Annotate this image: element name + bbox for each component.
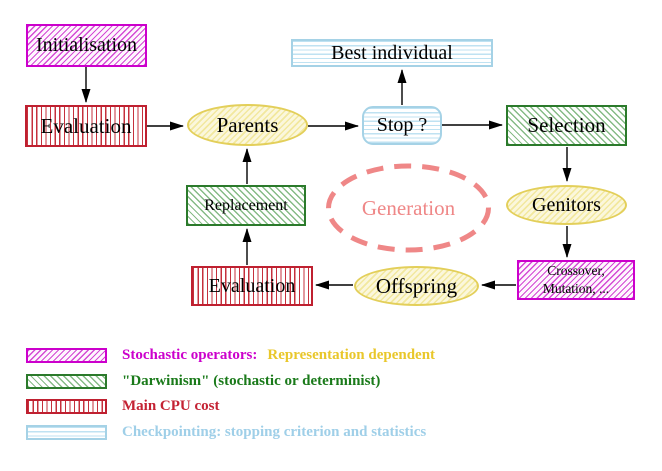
mutation-line: Mutation, ... (542, 281, 610, 296)
node-crossover-mutation: Crossover, Mutation, ... (517, 260, 635, 300)
node-parents-label: Parents (216, 112, 279, 137)
node-parents: Parents (187, 104, 308, 146)
legend-swatch-stochastic-operators (26, 347, 107, 363)
node-stop-label: Stop ? (376, 114, 428, 136)
node-initialisation-label: Initialisation (35, 34, 138, 56)
node-generation-label: Generation (361, 195, 456, 220)
legend-label-checkpointing: Checkpointing: stopping criterion and st… (122, 423, 427, 440)
crossover-line: Crossover, (547, 263, 605, 279)
node-evaluation-top: Evaluation (25, 105, 147, 147)
legend-item-main-cpu-cost: Main CPU cost (26, 397, 220, 415)
node-offspring: Offspring (354, 266, 479, 306)
node-stop: Stop ? (362, 106, 442, 145)
legend-swatch-checkpointing (26, 424, 107, 440)
node-evaluation-top-label: Evaluation (40, 113, 132, 138)
legend-item-checkpointing: Checkpointing: stopping criterion and st… (26, 423, 426, 441)
node-crossover-mutation-label: Crossover, Mutation, ... (543, 262, 609, 297)
node-initialisation: Initialisation (26, 24, 147, 67)
legend-label-representation-dependent: Representation dependent (267, 346, 436, 363)
node-replacement-label: Replacement (204, 196, 288, 214)
legend-label-stochastic-operators: Stochastic operators: (122, 346, 258, 363)
legend-swatch-darwinism (26, 373, 107, 389)
legend-swatch-main-cpu-cost (26, 398, 107, 414)
node-evaluation-bottom: Evaluation (191, 266, 313, 306)
legend-label-main-cpu-cost: Main CPU cost (122, 397, 220, 414)
legend-item-stochastic-operators: Stochastic operators: Representation dep… (26, 346, 435, 364)
node-selection-label: Selection (527, 113, 606, 137)
node-evaluation-bottom-label: Evaluation (208, 274, 296, 297)
node-generation: Generation (325, 163, 492, 253)
node-offspring-label: Offspring (375, 273, 458, 298)
node-genitors: Genitors (506, 185, 627, 225)
node-selection: Selection (506, 105, 627, 146)
node-best-individual-label: Best individual (331, 41, 453, 64)
generation-dashed-ellipse (326, 163, 491, 253)
node-genitors-label: Genitors (532, 193, 601, 216)
node-replacement: Replacement (186, 185, 306, 226)
node-best-individual: Best individual (291, 39, 493, 67)
legend-label-darwinism: "Darwinism" (stochastic or determinist) (122, 372, 381, 389)
legend-item-darwinism: "Darwinism" (stochastic or determinist) (26, 372, 380, 390)
